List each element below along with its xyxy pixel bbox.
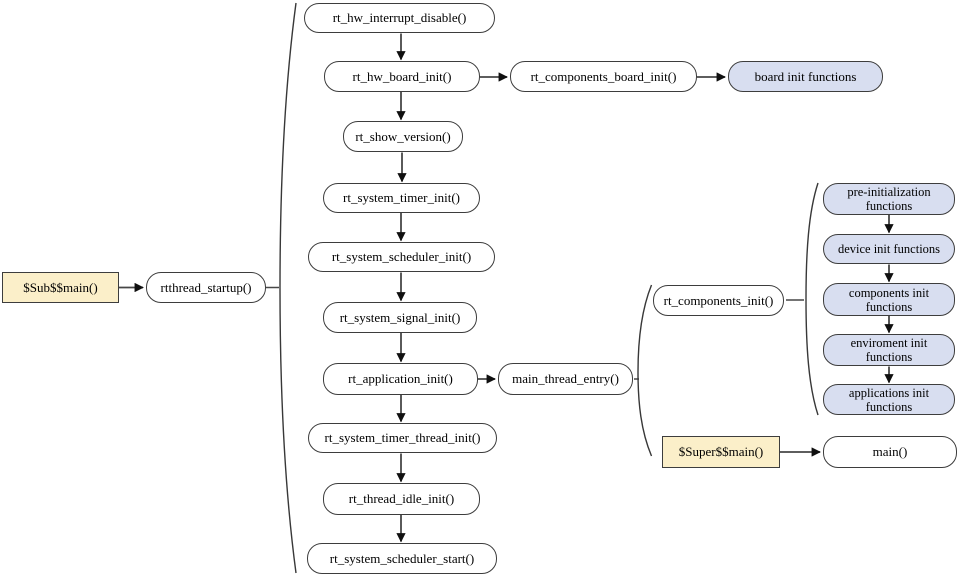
- node-main: main(): [823, 436, 957, 468]
- node-enviroment-init-functions: enviroment init functions: [823, 334, 955, 366]
- node-rt-components-init: rt_components_init(): [653, 285, 784, 316]
- node-main-thread-entry: main_thread_entry(): [498, 363, 633, 395]
- node-super-main: $Super$$main(): [662, 436, 780, 468]
- node-rt-system-signal-init: rt_system_signal_init(): [323, 302, 477, 333]
- node-rt-system-timer-thread-init: rt_system_timer_thread_init(): [308, 423, 497, 453]
- node-rt-hw-interrupt-disable: rt_hw_interrupt_disable(): [304, 3, 495, 33]
- node-device-init-functions: device init functions: [823, 234, 955, 264]
- node-pre-initialization-functions: pre-initialization functions: [823, 183, 955, 215]
- node-components-init-functions: components init functions: [823, 283, 955, 316]
- braces: [279, 2, 819, 574]
- node-rt-show-version: rt_show_version(): [343, 121, 463, 152]
- node-rtthread-startup: rtthread_startup(): [146, 272, 266, 303]
- brace-main-thread-entry: [637, 284, 653, 457]
- node-applications-init-functions: applications init functions: [823, 384, 955, 415]
- node-rt-system-scheduler-start: rt_system_scheduler_start(): [307, 543, 497, 574]
- node-sub-main: $Sub$$main(): [2, 272, 119, 303]
- brace-rtthread-startup: [279, 2, 297, 574]
- node-board-init-functions: board init functions: [728, 61, 883, 92]
- node-rt-system-scheduler-init: rt_system_scheduler_init(): [308, 242, 495, 272]
- brace-components-init: [805, 182, 819, 416]
- node-rt-application-init: rt_application_init(): [323, 363, 478, 395]
- horizontal-arrows: [119, 72, 821, 457]
- node-rt-thread-idle-init: rt_thread_idle_init(): [323, 483, 480, 515]
- node-rt-hw-board-init: rt_hw_board_init(): [324, 61, 480, 92]
- middle-column-arrows: [396, 33, 407, 543]
- node-rt-components-board-init: rt_components_board_init(): [510, 61, 697, 92]
- node-rt-system-timer-init: rt_system_timer_init(): [323, 183, 480, 213]
